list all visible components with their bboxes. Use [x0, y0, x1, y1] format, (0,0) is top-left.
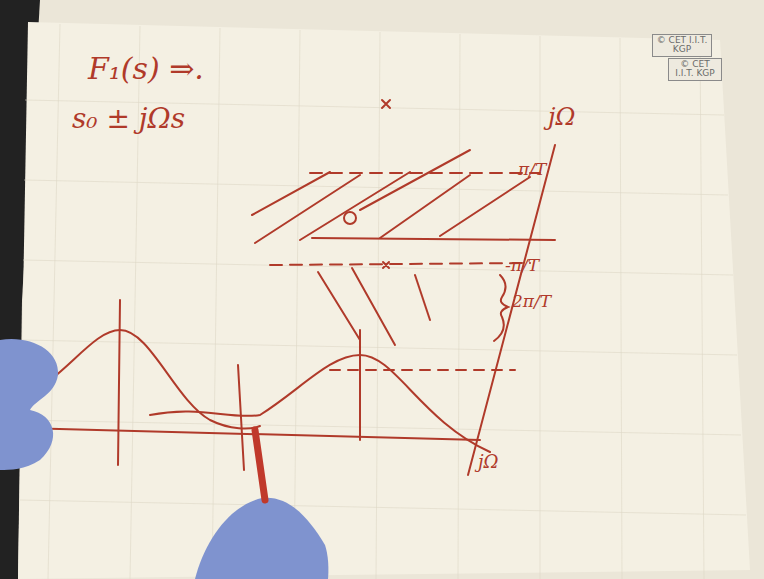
- handwritten-label: 2π/T: [512, 292, 551, 311]
- handwritten-label: jΩ: [548, 104, 575, 130]
- handwritten-label: -π/T: [505, 256, 539, 275]
- gloved-hands: [0, 339, 328, 579]
- handwritten-label: π/T: [518, 160, 546, 179]
- watermark: © CET I.I.T. KGP: [652, 34, 712, 57]
- back-sheet: [18, 0, 764, 579]
- grid: [20, 24, 746, 579]
- paper: [18, 22, 750, 579]
- handwritten-label: s₀ ± jΩs: [72, 104, 185, 135]
- watermark: © CET I.I.T. KGP: [668, 58, 722, 81]
- handwritten-label: F₁(s) ⇒.: [88, 52, 204, 85]
- handwritten-label: jΩ: [478, 452, 499, 472]
- s-plane-strip: [252, 100, 555, 475]
